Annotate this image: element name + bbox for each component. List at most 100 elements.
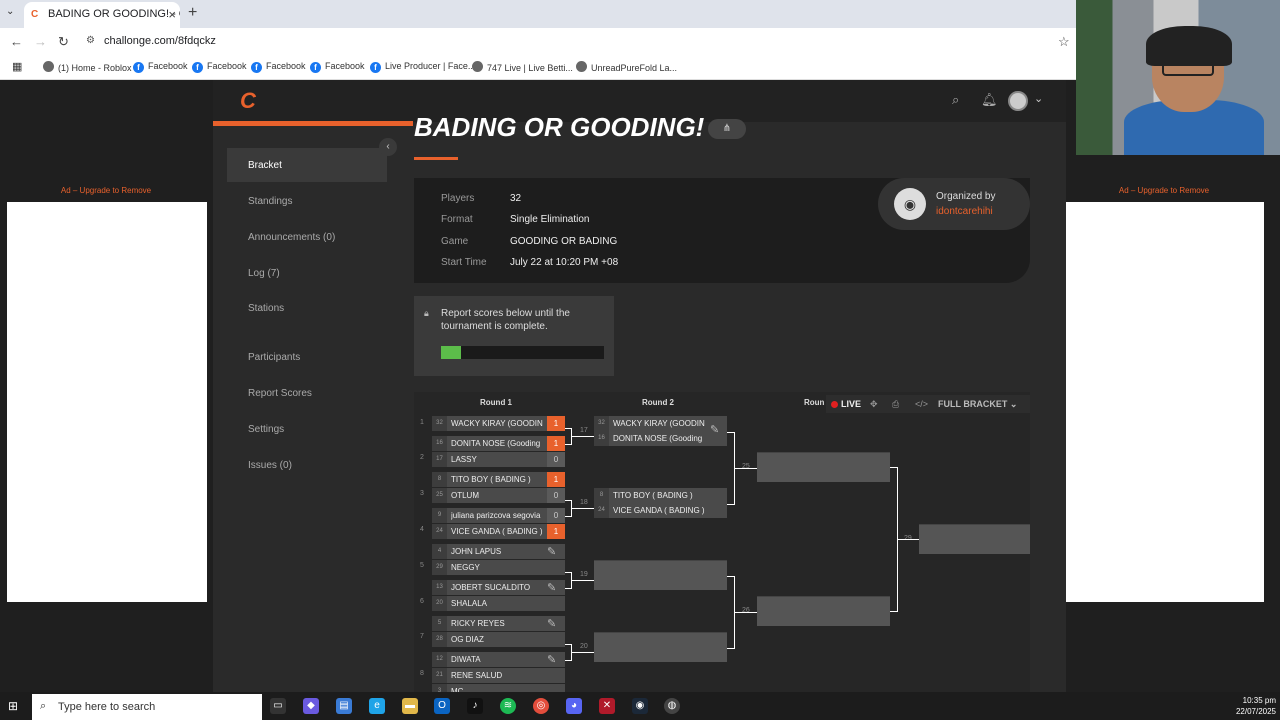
embed-code-icon[interactable]: </> — [915, 399, 929, 409]
chrome-icon[interactable]: ◎ — [533, 698, 549, 714]
sidebar-item-settings[interactable]: Settings — [248, 424, 285, 435]
task-view-icon[interactable]: ▭ — [270, 698, 286, 714]
bracket-connector — [727, 504, 734, 505]
avatar[interactable] — [1008, 91, 1028, 111]
info-label: Players — [441, 193, 475, 204]
live-button[interactable]: LIVE — [841, 399, 862, 409]
discord-icon[interactable]: ◕ — [566, 698, 582, 714]
collapse-sidebar-icon[interactable]: ‹ — [379, 138, 397, 156]
app-x-icon[interactable]: ✕ — [599, 698, 615, 714]
full-bracket-dropdown[interactable]: FULL BRACKET ⌄ — [938, 399, 1017, 410]
bell-icon[interactable]: 🔔︎ — [981, 92, 998, 107]
info-value: July 22 at 10:20 PM +08 — [510, 257, 619, 268]
match-number: 29 — [904, 535, 912, 542]
participant-name: NEGGY — [451, 563, 480, 572]
back-icon[interactable]: ← — [10, 34, 23, 49]
edit-match-icon[interactable]: ✎ — [547, 546, 557, 558]
bookmark-roblox[interactable]: (1) Home - Roblox — [43, 61, 132, 73]
print-icon[interactable]: ⎙ — [892, 399, 900, 409]
score: 1 — [547, 436, 565, 451]
sidebar-item-bracket[interactable]: Bracket — [227, 148, 387, 182]
obs-icon[interactable]: ◍ — [664, 698, 680, 714]
chevron-down-icon[interactable]: ⌄ — [1034, 93, 1044, 105]
sidebar-item-issues[interactable]: Issues (0) — [248, 460, 292, 471]
sidebar-item-report-scores[interactable]: Report Scores — [248, 388, 312, 399]
bracket-connector — [565, 644, 571, 645]
seed-number: 21 — [432, 668, 447, 683]
sidebar-item-announcements[interactable]: Announcements (0) — [248, 232, 336, 243]
spotify-icon[interactable]: ≋ — [500, 698, 516, 714]
sidebar-item-stations[interactable]: Stations — [248, 303, 285, 314]
search-icon[interactable]: ⌕ — [952, 92, 960, 107]
bookmark-unread[interactable]: UnreadPureFold La... — [576, 61, 677, 73]
store-icon[interactable]: ▤ — [336, 698, 352, 714]
bookmark-label: Facebook — [148, 61, 188, 71]
organizer-card[interactable]: ◉ Organized by idontcarehihi — [878, 178, 1030, 230]
edge-icon[interactable]: e — [369, 698, 385, 714]
edit-match-icon[interactable]: ✎ — [547, 618, 557, 630]
reload-icon[interactable]: ↻ — [58, 34, 69, 49]
seed-number: 24 — [432, 524, 447, 539]
match-number: 17 — [580, 427, 588, 434]
edit-match-icon[interactable]: ✎ — [710, 424, 720, 436]
edit-match-icon[interactable]: ✎ — [547, 582, 557, 594]
file-explorer-icon[interactable]: ▬ — [402, 698, 418, 714]
edit-match-icon[interactable]: ✎ — [547, 654, 557, 666]
taskbar-search-placeholder: Type here to search — [58, 701, 156, 713]
organizer-link[interactable]: idontcarehihi — [936, 206, 993, 217]
tab-search-icon[interactable]: ⌄ — [6, 6, 15, 17]
round-label: Roun — [804, 398, 825, 407]
sidebar-item-log[interactable]: Log (7) — [248, 268, 280, 279]
bookmark-747-live[interactable]: 747 Live | Live Betti... — [472, 61, 573, 73]
ad-label-left[interactable]: Ad – Upgrade to Remove — [60, 186, 152, 195]
forward-icon[interactable]: → — [34, 34, 47, 49]
challonge-logo[interactable]: C — [240, 88, 256, 113]
sidebar-item-participants[interactable]: Participants — [248, 352, 301, 363]
url-field[interactable]: ⚙challonge.com/8fdqckz — [86, 32, 1056, 52]
sidebar-item-standings[interactable]: Standings — [248, 196, 293, 207]
apps-grid-icon[interactable]: ▦ — [12, 61, 23, 73]
move-icon[interactable]: ✥ — [870, 399, 878, 409]
bookmark-star-icon[interactable]: ☆ — [1058, 34, 1070, 49]
share-icon[interactable]: ⋔ — [708, 119, 746, 139]
steam-icon[interactable]: ◉ — [632, 698, 648, 714]
taskbar-search[interactable]: ⌕Type here to search — [32, 694, 262, 720]
ad-label-right[interactable]: Ad – Upgrade to Remove — [1118, 186, 1210, 195]
copilot-icon[interactable]: ◆ — [303, 698, 319, 714]
close-tab-icon[interactable]: × — [168, 7, 176, 22]
outlook-icon[interactable]: O — [434, 698, 450, 714]
page-title: BADING OR GOODING! — [414, 112, 705, 142]
seed-number: 9 — [432, 508, 447, 523]
windows-start-icon[interactable]: ⊞ — [8, 699, 19, 713]
new-tab-icon[interactable]: + — [188, 4, 198, 21]
site-info-icon[interactable]: ⚙ — [86, 35, 95, 46]
tiktok-icon[interactable]: ♪ — [467, 698, 483, 714]
